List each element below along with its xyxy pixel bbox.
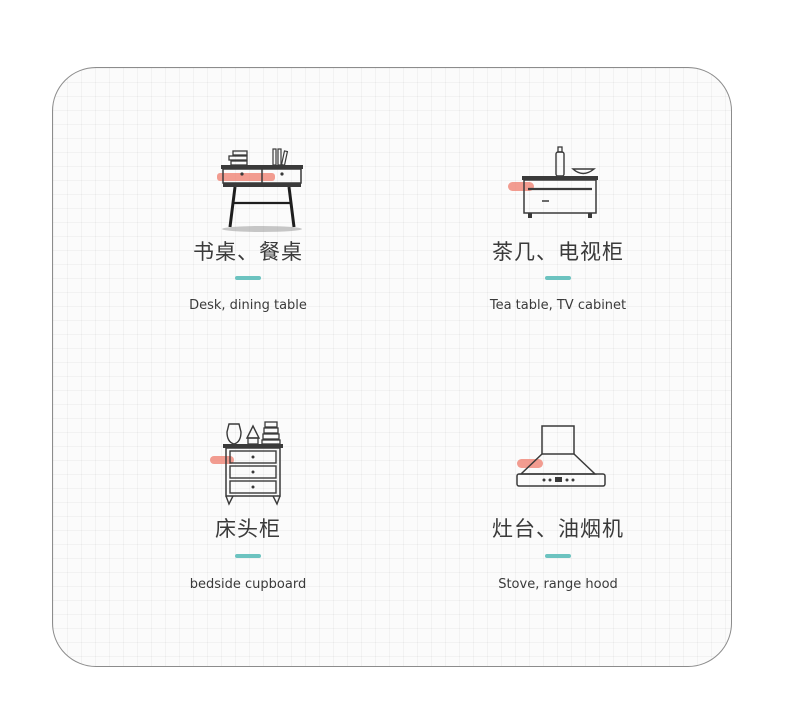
category-title: 床头柜 [215, 517, 281, 541]
category-item-range-hood[interactable]: 灶台、油烟机 Stove, range hood [428, 418, 688, 598]
category-subtitle: Tea table, TV cabinet [489, 298, 627, 313]
category-title: 书桌、餐桌 [193, 240, 303, 264]
category-subtitle: bedside cupboard [189, 577, 307, 592]
category-item-bedside-cabinet[interactable]: 床头柜 bedside cupboard [118, 418, 378, 598]
accent-bar [235, 554, 261, 558]
accent-bar [545, 276, 571, 280]
range-hood-icon [516, 425, 606, 487]
tv-cabinet-icon [508, 146, 598, 218]
accent-bar [235, 276, 261, 280]
category-subtitle: Desk, dining table [189, 298, 307, 313]
category-title: 灶台、油烟机 [492, 517, 624, 541]
category-subtitle: Stove, range hood [498, 577, 618, 592]
category-title: 茶几、电视柜 [492, 240, 624, 264]
category-item-tv-cabinet[interactable]: 茶几、电视柜 Tea table, TV cabinet [428, 143, 688, 323]
bedside-cabinet-icon [210, 421, 283, 506]
desk-icon [217, 148, 303, 232]
category-card: 书桌、餐桌 Desk, dining table 茶几、电视柜 Tea tabl… [52, 67, 732, 667]
category-item-desk[interactable]: 书桌、餐桌 Desk, dining table [118, 143, 378, 323]
accent-bar [545, 554, 571, 558]
